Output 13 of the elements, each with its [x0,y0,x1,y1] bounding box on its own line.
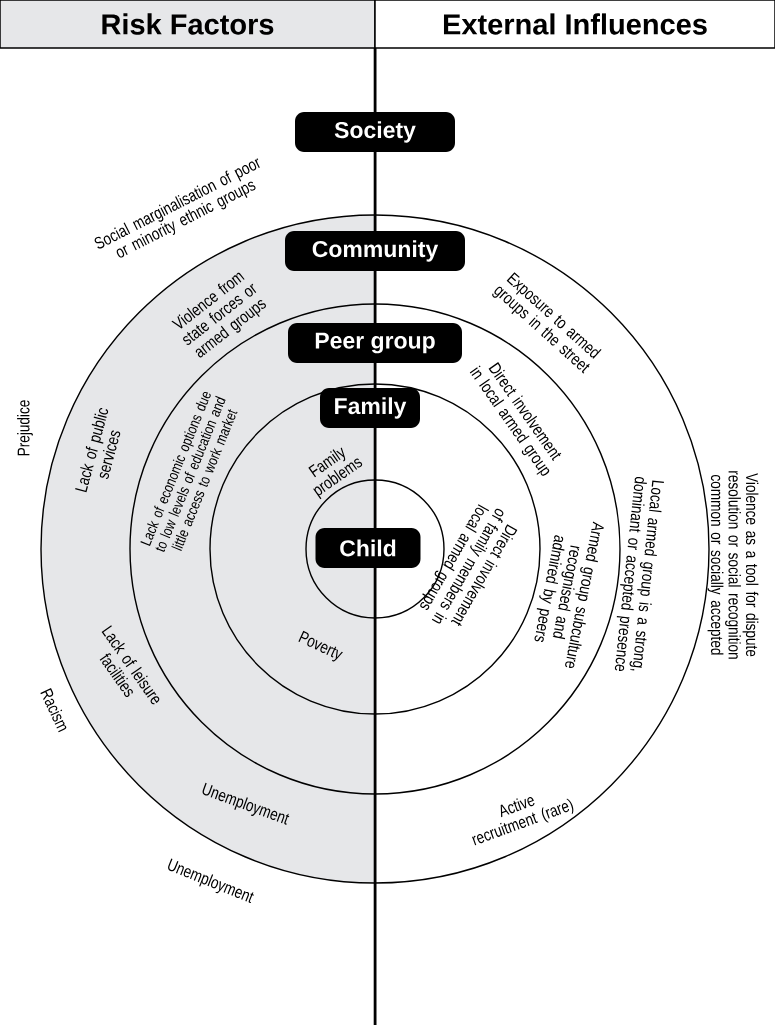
factor-text: Racism [40,688,67,733]
header-box: Risk Factors [0,0,376,49]
factor-text: Violence as a tool for dispute resolution or social recognition common or socially accepted [707,471,759,659]
factor-text: Local armed group is a strong, dominant or accepted presence [614,477,664,672]
factor-text: Prejudice [17,400,33,456]
header-box: External Influences [374,0,775,49]
ring-label-pill: Community [285,231,465,271]
ring-label-pill: Society [295,112,455,152]
ring-label-pill: Child [315,528,421,568]
factor-text: Armed group subculture recognised and admired by peers [534,521,604,668]
factor-text: Lack of public services [75,408,121,493]
ring-label-pill: Peer group [288,323,462,363]
ring-label-pill: Family [320,388,420,428]
